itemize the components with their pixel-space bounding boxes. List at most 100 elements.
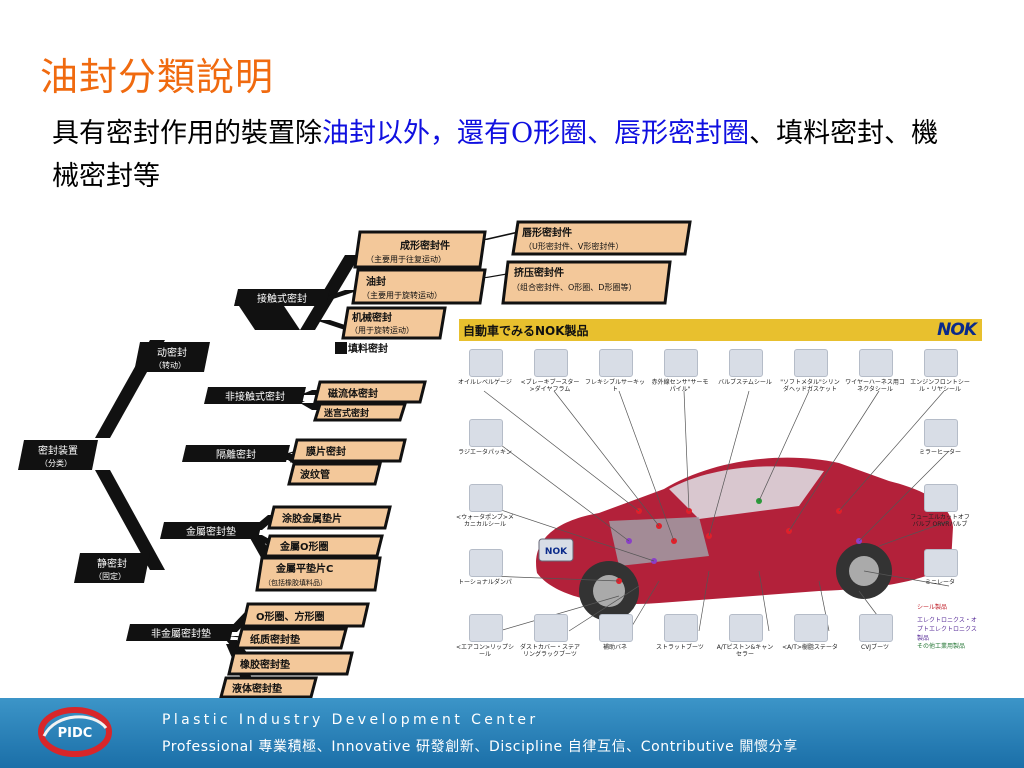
leaf-diaphragm: 膜片密封 <box>290 438 407 463</box>
leaf-magnetic-label: 磁流体密封 <box>328 387 378 400</box>
product-label: 赤外線センサ"サーモパイル" <box>651 379 709 393</box>
leaf-oring-square: O形圈、方形圈 <box>241 602 370 628</box>
node-metal-gasket: 金屬密封墊 <box>160 522 262 539</box>
node-contact-label: 接触式密封 <box>257 292 307 305</box>
node-root-label: 密封装置 <box>38 444 78 457</box>
product-thumbnail <box>599 614 633 642</box>
subtitle: 具有密封作用的裝置除油封以外，還有O形圈、唇形密封圈、填料密封、機械密封等 <box>52 112 952 198</box>
product-label: トーショナルダンパ <box>458 579 512 586</box>
leaf-mechanical-label: 机械密封 <box>352 311 392 324</box>
nok-logo: NOK <box>937 320 977 340</box>
product-thumbnail <box>924 419 958 447</box>
product-label: "ソフトメタル"シリンダヘッドガスケット <box>780 379 840 393</box>
leaf-paper-label: 纸质密封垫 <box>250 633 300 646</box>
leaf-shaped-sub: （主要用于往复运动） <box>366 254 446 264</box>
nok-products-panel: 自動車でみるNOK製品 NOK NOK <box>456 319 982 694</box>
product-thumbnail <box>794 349 828 377</box>
product-label: フューエルカットオフバルブ ORVRバルブ <box>910 514 970 528</box>
leaf-mechanical: 机械密封 （用于旋转运动） <box>341 306 447 340</box>
node-static-sub: （固定） <box>94 571 126 581</box>
leaf-bellows: 波纹管 <box>287 462 382 486</box>
product-label: <A/T>樹脂ステータ <box>782 644 838 651</box>
leaf-squeeze: 挤压密封件 （组合密封件、O形圈、D形圈等） <box>501 260 672 305</box>
product-label: CVJブーツ <box>861 644 889 651</box>
product-label: ストラットブーツ <box>656 644 704 651</box>
leaf-shaped-label: 成形密封件 <box>400 239 450 252</box>
page-title: 油封分類說明 <box>40 55 275 99</box>
node-noncontact: 非接触式密封 <box>204 387 306 404</box>
footer-tagline: Professional 專業積極、Innovative 研發創新、Discip… <box>162 739 798 755</box>
product-label: ミニレータ <box>924 579 955 586</box>
product-label: バルブステムシール <box>718 379 772 386</box>
leaf-bellows-label: 波纹管 <box>300 468 330 481</box>
seal-classification-tree: 密封装置 （分类） 动密封 （转动） 静密封 （固定） 接触式密封 非接触式密封 <box>18 220 692 699</box>
product-thumbnail <box>924 549 958 577</box>
product-thumbnail <box>794 614 828 642</box>
product-label: オイルレベルゲージ <box>458 379 512 386</box>
node-metal-gasket-label: 金屬密封墊 <box>186 525 236 538</box>
leaf-liquid-label: 液体密封垫 <box>232 682 282 695</box>
leaf-magnetic: 磁流体密封 <box>313 380 427 404</box>
legend-seal: シール製品 <box>917 604 948 611</box>
product-label: <ウォータポンプ>メカニカルシール <box>456 514 514 528</box>
leaf-mechanical-sub: （用于旋转运动） <box>350 325 414 335</box>
leaf-paper: 纸质密封垫 <box>235 627 348 650</box>
leaf-lip: 唇形密封件 （U形密封件、V形密封件） <box>511 220 692 256</box>
leaf-diaphragm-label: 膜片密封 <box>306 445 346 458</box>
leaf-metal-flat: 金屬平垫片C （包括橡胶填料品） <box>255 556 382 592</box>
legend-electronics: エレクトロニクス・オプトエレクトロニクス製品 <box>917 617 977 642</box>
car-windshield <box>669 466 824 519</box>
product-thumbnail <box>534 349 568 377</box>
product-thumbnail <box>729 349 763 377</box>
leaf-squeeze-sub: （组合密封件、O形圈、D形圈等） <box>512 282 636 292</box>
leaf-metal-flat-label: 金屬平垫片C <box>275 562 333 575</box>
nok-panel-title: 自動車でみるNOK製品 <box>463 324 589 338</box>
node-dynamic-sub: （转动） <box>154 360 186 370</box>
subtitle-part1: 具有密封作用的裝置除 <box>52 118 322 149</box>
product-label: ワイヤーハーネス用コネクタシール <box>845 379 905 393</box>
leaf-coated-metal: 涂胶金属垫片 <box>267 505 392 530</box>
nok-badge-plate <box>538 538 574 562</box>
product-label: ラジエータパッキン <box>458 449 512 456</box>
leaf-oilseal-label: 油封 <box>366 275 386 288</box>
leaf-metal-oring: 金屬O形圈 <box>263 534 384 558</box>
product-thumbnail <box>469 549 503 577</box>
leaf-coated-metal-label: 涂胶金属垫片 <box>282 512 342 525</box>
node-static-label: 静密封 <box>97 557 127 570</box>
leaf-oilseal: 油封 （主要用于旋转运动） <box>351 268 487 305</box>
subtitle-part3: 、填料密封、機械密封等 <box>52 118 939 192</box>
leaf-labyrinth-label: 迷宫式密封 <box>323 407 369 419</box>
node-dynamic-label: 动密封 <box>157 346 187 359</box>
product-thumbnail <box>534 614 568 642</box>
node-static: 静密封 （固定） <box>74 553 150 583</box>
leaf-oring-square-label: O形圈、方形圈 <box>256 610 325 623</box>
product-thumbnail <box>469 484 503 512</box>
product-thumbnail <box>664 349 698 377</box>
node-isolate-label: 隔離密封 <box>216 448 256 461</box>
pidc-logo-text: PIDC <box>58 726 93 741</box>
product-thumbnail <box>469 614 503 642</box>
product-label: ダストカバー・ステアリングラックブーツ <box>519 644 580 658</box>
product-thumbnail <box>599 349 633 377</box>
leaf-rubber-label: 橡胶密封垫 <box>240 658 290 671</box>
product-label: ミラーヒーター <box>918 449 961 456</box>
product-label: 補助バネ <box>602 644 627 651</box>
nok-badge: NOK <box>545 547 568 557</box>
leaf-boxes: 成形密封件 （主要用于往复运动） 油封 （主要用于旋转运动） 机械密封 （用于旋… <box>219 220 692 699</box>
car-engine-bay <box>609 517 709 566</box>
leaf-lip-label: 唇形密封件 <box>522 226 572 239</box>
product-thumbnail <box>859 349 893 377</box>
node-dynamic: 动密封 （转动） <box>134 342 210 372</box>
car-illustration: NOK <box>483 390 953 632</box>
product-thumbnail <box>729 614 763 642</box>
branch-nodes: 密封装置 （分类） 动密封 （转动） 静密封 （固定） 接触式密封 非接触式密封 <box>18 289 330 641</box>
leader-lines <box>483 390 950 632</box>
product-thumbnail <box>469 419 503 447</box>
nok-header: 自動車でみるNOK製品 NOK <box>459 319 982 341</box>
node-contact: 接触式密封 <box>234 289 330 306</box>
product-thumbnail <box>924 349 958 377</box>
node-nonmetal-gasket: 非金屬密封墊 <box>126 624 234 641</box>
node-root-sub: （分类） <box>40 458 72 468</box>
subtitle-highlight: 油封以外，還有O形圈、唇形密封圈 <box>322 118 750 149</box>
